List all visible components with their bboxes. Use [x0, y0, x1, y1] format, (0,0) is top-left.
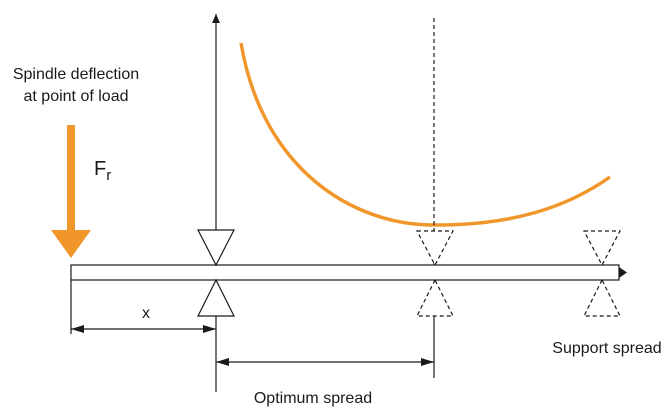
- front-bearing-icon: [197, 229, 235, 317]
- x-label: x: [142, 305, 150, 322]
- deflection-curve: [239, 42, 612, 227]
- force-arrow: [51, 125, 91, 258]
- force-label: Fr: [94, 158, 111, 184]
- support-spread-label: Support spread: [552, 340, 661, 357]
- deflection-label-line2: at point of load: [24, 88, 129, 105]
- deflection-label-line1: Spindle deflection: [13, 66, 139, 83]
- support-spread-bearing-icon: [583, 230, 621, 317]
- optimum-bearing-icon: [416, 230, 454, 317]
- spindle-shaft: [70, 264, 627, 281]
- x-dimension-line: [71, 325, 216, 333]
- optimum-spread-dimension-line: [216, 358, 434, 366]
- optimum-spread-label: Optimum spread: [254, 390, 372, 407]
